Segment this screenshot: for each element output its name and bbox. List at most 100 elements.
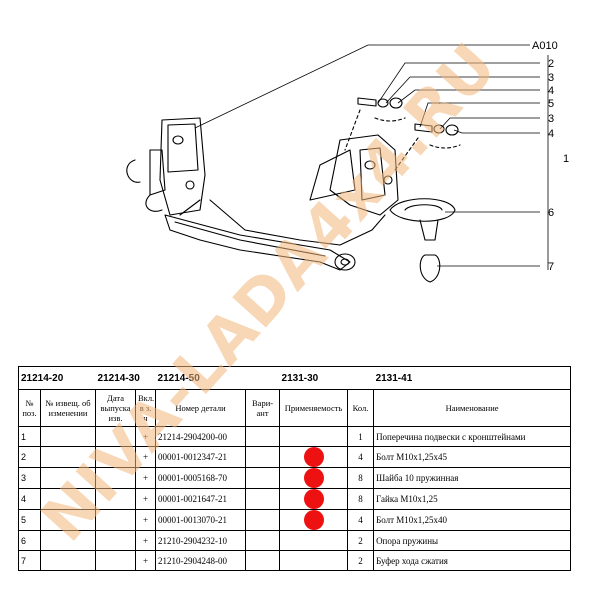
model-2: 21214-30 [95, 366, 156, 390]
table-header-row: № поз. № извещ. об изменении Дата выпуск… [18, 389, 572, 427]
row-incl: + [135, 446, 157, 468]
applicability-marker [303, 447, 324, 467]
header-variant: Вари- ант [245, 389, 281, 427]
row-date [95, 467, 137, 489]
row-variant [245, 550, 281, 571]
header-qty: Кол. [347, 389, 375, 427]
row-part-number: 00001-0013070-21 [155, 509, 247, 531]
row-qty: 1 [347, 426, 375, 447]
row-name: Буфер хода сжатия [373, 550, 572, 571]
row-pos: 2 [18, 446, 41, 468]
callout-ref: A010 [532, 40, 558, 52]
row-part-number: 21210-2904232-10 [155, 530, 247, 551]
row-change [39, 550, 97, 571]
spring-seat [389, 198, 456, 222]
header-incl: Вкл. в з. ч [135, 389, 157, 427]
row-applicability [279, 426, 349, 447]
row-part-number: 21210-2904248-00 [155, 550, 247, 571]
row-qty: 8 [347, 488, 375, 510]
row-name: Болт М10х1,25х45 [373, 446, 572, 468]
row-incl: + [135, 509, 157, 531]
row-incl: + [135, 530, 157, 551]
row-pos: 7 [18, 550, 41, 571]
row-qty: 4 [347, 446, 375, 468]
row-variant [245, 509, 281, 531]
row-pos: 4 [18, 488, 41, 510]
row-applicability [279, 530, 349, 551]
row-qty: 4 [347, 509, 375, 531]
callout-7: 7 [548, 261, 554, 273]
suspension-crossmember-drawing: A010 2 3 4 5 3 4 1 6 7 [126, 40, 569, 283]
header-pos: № поз. [18, 389, 41, 427]
row-change [39, 488, 97, 510]
header-applicability: Применяемость [279, 389, 349, 427]
header-change: № извещ. об изменении [39, 389, 97, 427]
row-change [39, 446, 97, 468]
row-incl: + [135, 550, 157, 571]
model-3: 21214-50 [155, 366, 280, 390]
row-name: Болт М10х1,25х40 [373, 509, 572, 531]
model-1: 21214-20 [17, 366, 96, 390]
header-date: Дата выпуска изв. [95, 389, 137, 427]
row-date [95, 530, 137, 551]
row-incl: + [135, 467, 157, 489]
row-part-number: 00001-0005168-70 [155, 467, 247, 489]
row-name: Шайба 10 пружинная [373, 467, 572, 489]
row-applicability [279, 488, 349, 510]
callout-5: 5 [548, 98, 554, 110]
row-date [95, 509, 137, 531]
callout-4b: 4 [548, 128, 554, 140]
row-qty: 2 [347, 530, 375, 551]
row-change [39, 509, 97, 531]
row-pos: 6 [18, 530, 41, 551]
row-date [95, 446, 137, 468]
applicability-marker [303, 489, 324, 509]
model-row: 21214-20 21214-30 21214-50 2131-30 2131-… [17, 366, 572, 390]
row-variant [245, 446, 281, 468]
row-applicability [279, 446, 349, 468]
compression-buffer [419, 254, 441, 283]
row-applicability [279, 467, 349, 489]
row-applicability [279, 550, 349, 571]
row-qty: 8 [347, 467, 375, 489]
row-variant [245, 488, 281, 510]
model-4: 2131-30 [279, 366, 374, 390]
row-pos: 5 [18, 509, 41, 531]
row-name: Поперечина подвески с кронштейнами [373, 426, 572, 447]
row-change [39, 426, 97, 447]
applicability-marker [303, 510, 324, 530]
row-change [39, 467, 97, 489]
model-5: 2131-41 [373, 366, 572, 390]
row-change [39, 530, 97, 551]
callout-2: 2 [548, 58, 554, 70]
row-variant [245, 467, 281, 489]
callout-6: 6 [548, 207, 554, 219]
row-applicability [279, 509, 349, 531]
header-part-number: Номер детали [155, 389, 247, 427]
right-bracket [329, 134, 399, 216]
crossmember-beam [164, 214, 351, 271]
parts-table: 21214-20 21214-30 21214-50 2131-30 2131-… [17, 366, 572, 571]
callout-1: 1 [563, 153, 569, 165]
left-bracket [159, 117, 206, 216]
row-pos: 1 [18, 426, 41, 447]
bolt-upper [357, 97, 377, 107]
row-name: Опора пружины [373, 530, 572, 551]
row-date [95, 426, 137, 447]
row-date [95, 550, 137, 571]
row-incl: + [135, 426, 157, 447]
header-name: Наименование [373, 389, 572, 427]
row-name: Гайка М10х1,25 [373, 488, 572, 510]
bolt-lower [414, 123, 433, 133]
row-pos: 3 [18, 467, 41, 489]
row-part-number: 00001-0012347-21 [155, 446, 247, 468]
applicability-marker [303, 468, 324, 488]
